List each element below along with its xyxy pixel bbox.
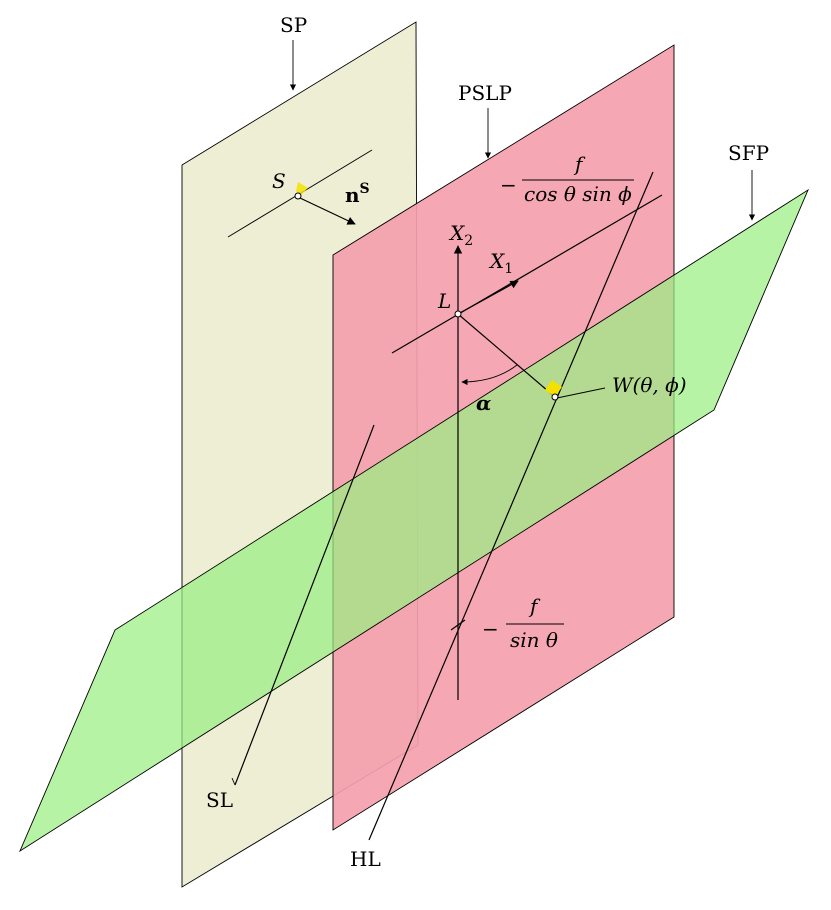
sl-label: SL: [206, 788, 233, 812]
s-point: [294, 192, 302, 200]
hl-line: [368, 171, 654, 841]
sfp-plane: [19, 188, 809, 853]
alpha-angle-arc: [461, 364, 518, 386]
normal-vector-arrow: [299, 197, 356, 225]
x1-axis-line: [391, 194, 663, 354]
s-right-angle-marker: [296, 182, 308, 196]
pslp-label: PSLP: [458, 81, 512, 105]
x1-axis-label: X1: [488, 249, 513, 277]
s-point-label: S: [272, 169, 286, 193]
sp-label: SP: [280, 13, 307, 37]
sl-line: [234, 424, 375, 786]
w-pointer-line: [556, 387, 606, 399]
x1-axis-arrow: [457, 280, 519, 315]
w-point-label: W(θ, ϕ): [612, 373, 687, 397]
svg-text:cos θ sin ϕ: cos θ sin ϕ: [524, 182, 632, 206]
w-point: [551, 393, 559, 401]
svg-text:−: −: [500, 173, 517, 197]
x2-axis-label: X2: [448, 221, 473, 249]
l-to-w-line: [457, 313, 556, 398]
w-right-angle-marker: [545, 380, 562, 397]
l-point: [454, 310, 462, 318]
sfp-label: SFP: [728, 141, 769, 165]
svg-text:sin θ: sin θ: [510, 628, 558, 652]
alpha-label: α: [476, 391, 491, 415]
sl-label-leader: [231, 777, 236, 786]
l-point-label: L: [437, 289, 451, 313]
bottom-intercept-tick: [450, 619, 466, 631]
hl-label: HL: [350, 847, 381, 871]
svg-text:−: −: [482, 617, 499, 641]
normal-vector-label: nS: [345, 181, 370, 207]
